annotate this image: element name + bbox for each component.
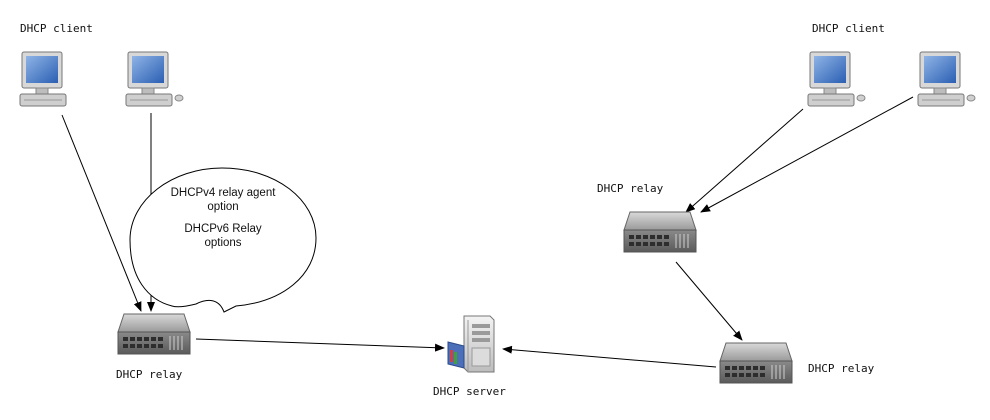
- edge-client4-relay-right-top: [700, 96, 914, 213]
- desktop-computer-icon: [916, 50, 976, 115]
- network-switch-icon: [116, 312, 192, 363]
- bubble-line-3: DHCPv6 Relay: [184, 223, 262, 235]
- label-client-left: DHCP client: [20, 22, 93, 35]
- network-switch-icon: [718, 341, 794, 392]
- label-relay-right-bottom: DHCP relay: [808, 362, 875, 375]
- label-relay-right-top: DHCP relay: [597, 182, 664, 195]
- desktop-computer-icon: [806, 50, 866, 115]
- edge-client3-relay-right-top: [685, 108, 804, 213]
- speech-bubble: [129, 167, 317, 313]
- server-tower-icon: [444, 314, 500, 383]
- desktop-computer-icon: [18, 50, 70, 115]
- network-switch-icon: [622, 210, 698, 261]
- edge-relay-left-server: [195, 338, 445, 352]
- label-server: DHCP server: [433, 385, 506, 398]
- desktop-computer-icon: [124, 50, 184, 115]
- bubble-line-4: options: [204, 237, 242, 249]
- label-relay-left: DHCP relay: [116, 368, 183, 381]
- label-client-right: DHCP client: [812, 22, 885, 35]
- bubble-line-2: option: [207, 201, 239, 213]
- bubble-line-1: DHCPv4 relay agent: [170, 187, 276, 199]
- bubble-text: DHCPv4 relay agent option DHCPv6 Relay o…: [150, 186, 296, 250]
- edge-client1-relay-left: [61, 114, 142, 312]
- edge-relay-bottom-server: [502, 345, 717, 368]
- edge-relay-top-relay-bottom: [675, 261, 743, 341]
